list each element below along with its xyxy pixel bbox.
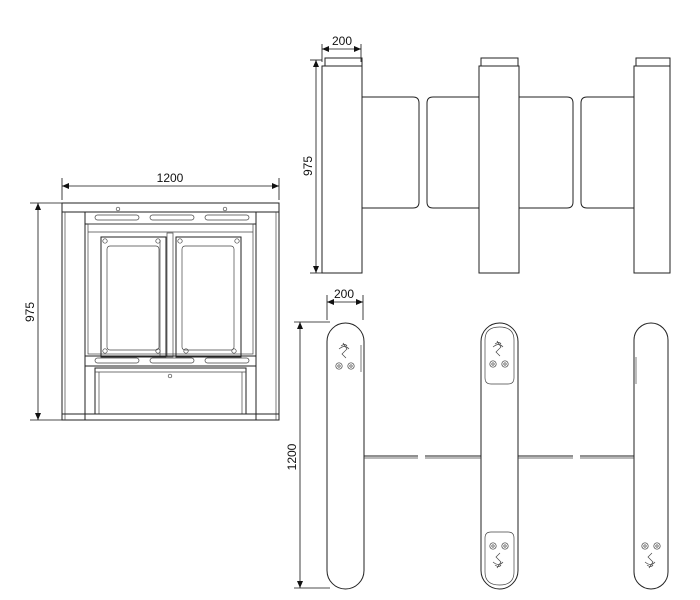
rfid-reader-icon <box>641 542 661 569</box>
front-view: 1200 975 <box>23 171 280 421</box>
top-length-dimension: 1200 <box>285 321 330 589</box>
side-post-width-dimension: 200 <box>321 34 362 62</box>
rfid-reader-icon <box>335 342 355 370</box>
rfid-reader-icon <box>489 542 509 569</box>
side-post-width-label: 200 <box>332 34 352 48</box>
front-width-dimension: 1200 <box>61 171 280 200</box>
rfid-reader-icon <box>489 340 509 368</box>
top-view: 200 1200 <box>285 287 669 590</box>
front-height-dimension: 975 <box>23 202 62 421</box>
top-post-width-label: 200 <box>334 287 354 301</box>
front-height-label: 975 <box>23 302 37 322</box>
front-width-label: 1200 <box>157 171 184 185</box>
side-height-label: 975 <box>301 156 315 176</box>
side-view: 200 975 <box>301 34 671 274</box>
top-length-label: 1200 <box>285 443 299 470</box>
top-post-width-dimension: 200 <box>326 287 364 320</box>
side-height-dimension: 975 <box>301 59 322 274</box>
